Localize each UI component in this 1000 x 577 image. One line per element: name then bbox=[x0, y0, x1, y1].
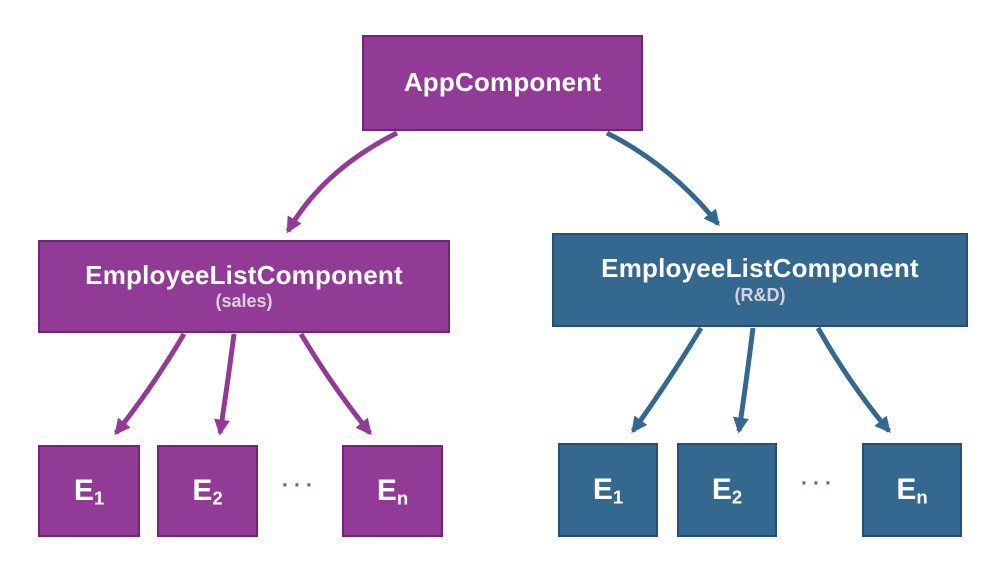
employee-list-rd-subtitle: (R&D) bbox=[734, 284, 786, 305]
rd-ellipsis: ··· bbox=[801, 472, 837, 495]
rd-employee-n-label: En bbox=[896, 473, 928, 508]
arrow-sales-to-e1 bbox=[114, 332, 187, 436]
employee-list-sales-title: EmployeeListComponent bbox=[85, 259, 403, 290]
sales-employee-2-box: E2 bbox=[157, 445, 258, 537]
arrow-rd-to-e1 bbox=[630, 326, 704, 434]
arrow-sales-to-en bbox=[298, 332, 372, 436]
employee-list-rd-title: EmployeeListComponent bbox=[601, 253, 919, 284]
arrow-sales-to-e2 bbox=[214, 333, 237, 436]
employee-list-sales-box: EmployeeListComponent (sales) bbox=[38, 240, 450, 333]
arrow-rd-to-e2 bbox=[733, 327, 756, 434]
sales-employee-n-box: En bbox=[342, 445, 443, 537]
rd-employee-1-box: E1 bbox=[558, 443, 658, 537]
rd-employee-n-box: En bbox=[862, 443, 962, 537]
arrow-app-to-rd-list bbox=[605, 130, 720, 227]
sales-employee-1-label: E1 bbox=[73, 474, 105, 509]
employee-list-sales-subtitle: (sales) bbox=[215, 291, 273, 312]
sales-employee-n-label: En bbox=[376, 474, 409, 509]
arrow-rd-to-en bbox=[815, 326, 891, 434]
employee-list-rd-box: EmployeeListComponent (R&D) bbox=[552, 233, 968, 327]
rd-employee-1-label: E1 bbox=[592, 473, 624, 508]
sales-employee-2-label: E2 bbox=[192, 474, 223, 509]
arrow-app-to-sales-list bbox=[285, 130, 399, 234]
rd-employee-2-box: E2 bbox=[677, 443, 777, 537]
sales-ellipsis: ··· bbox=[282, 474, 318, 497]
app-component-label: AppComponent bbox=[403, 67, 602, 98]
sales-employee-1-box: E1 bbox=[38, 445, 140, 537]
app-component-box: AppComponent bbox=[362, 35, 643, 131]
rd-employee-2-label: E2 bbox=[711, 473, 743, 508]
